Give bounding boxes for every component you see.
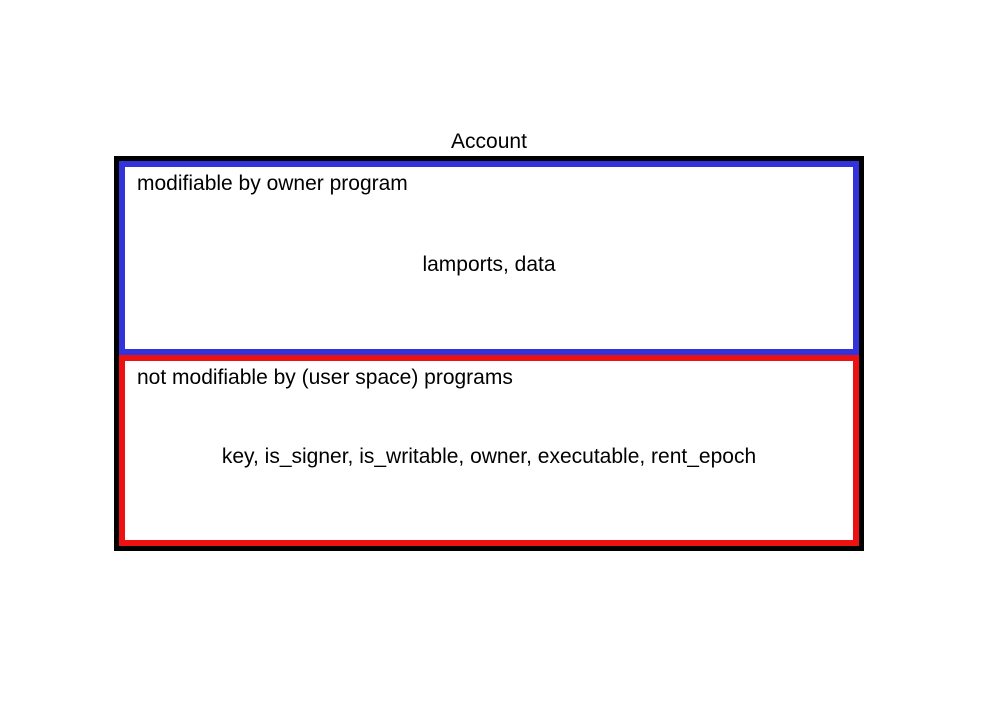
section-not-modifiable-label: not modifiable by (user space) programs <box>137 366 513 389</box>
section-not-modifiable-fields: key, is_signer, is_writable, owner, exec… <box>221 445 757 468</box>
account-outer-box: modifiable by owner program lamports, da… <box>114 156 864 551</box>
section-not-modifiable: not modifiable by (user space) programs … <box>119 355 859 546</box>
diagram-title: Account <box>451 130 527 153</box>
section-modifiable: modifiable by owner program lamports, da… <box>119 161 859 355</box>
section-modifiable-fields: lamports, data <box>422 253 556 276</box>
section-modifiable-label: modifiable by owner program <box>137 172 408 195</box>
